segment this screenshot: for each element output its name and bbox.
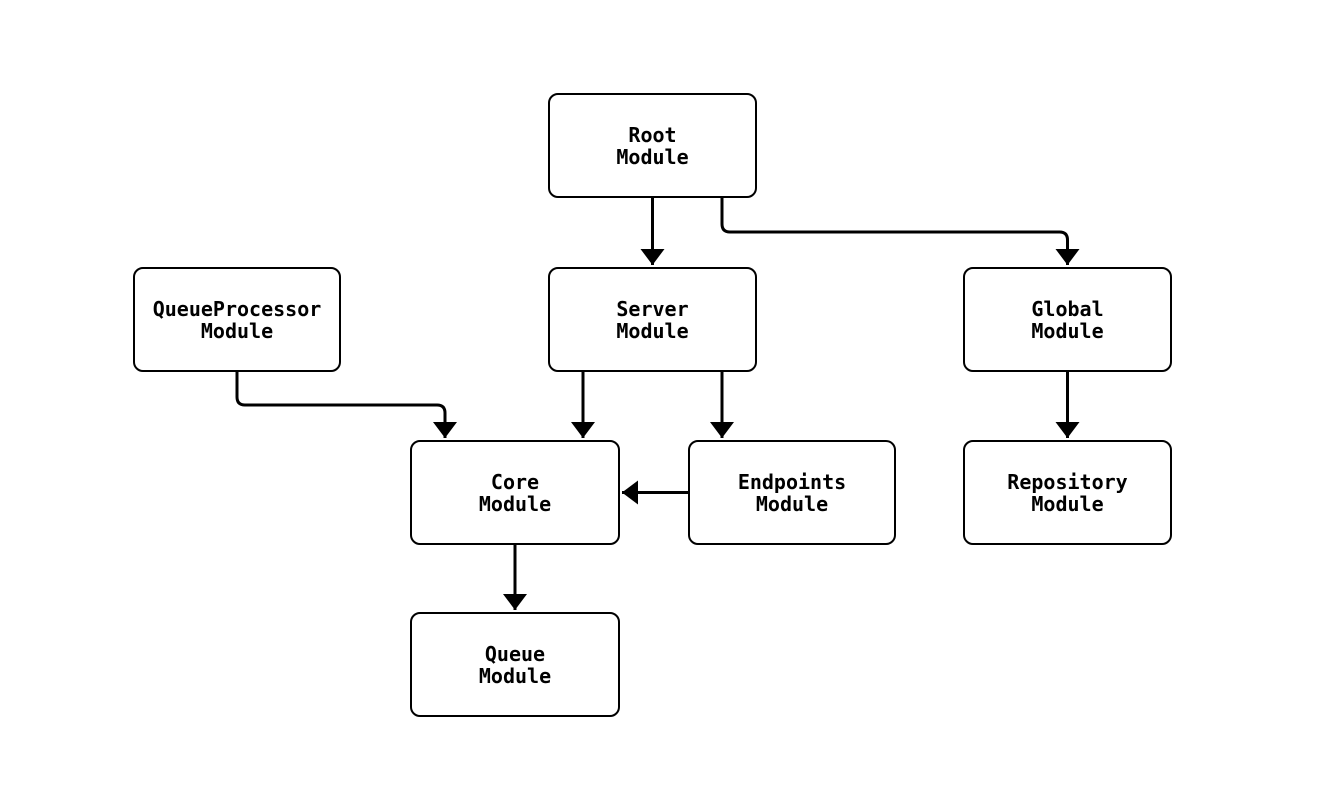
node-queueprocessor-module: QueueProcessor Module	[133, 267, 341, 372]
node-repository-module-label: Repository Module	[1007, 469, 1128, 516]
node-global-module-label: Global Module	[1031, 296, 1104, 343]
node-server-module-label: Server Module	[616, 296, 689, 343]
node-endpoints-module: Endpoints Module	[688, 440, 896, 545]
node-core-module: Core Module	[410, 440, 620, 545]
node-queueprocessor-module-label: QueueProcessor Module	[152, 296, 322, 343]
node-repository-module: Repository Module	[963, 440, 1172, 545]
node-queue-module-label: Queue Module	[478, 641, 552, 688]
node-root-module: Root Module	[548, 93, 757, 198]
edge-root-to-global	[720, 198, 1080, 265]
node-root-module-label: Root Module	[616, 122, 689, 169]
node-global-module: Global Module	[963, 267, 1172, 372]
node-endpoints-module-label: Endpoints Module	[737, 469, 847, 516]
edge-queueprocessor-to-core	[235, 372, 457, 438]
node-server-module: Server Module	[548, 267, 757, 372]
node-core-module-label: Core Module	[478, 469, 552, 516]
node-queue-module: Queue Module	[410, 612, 620, 717]
